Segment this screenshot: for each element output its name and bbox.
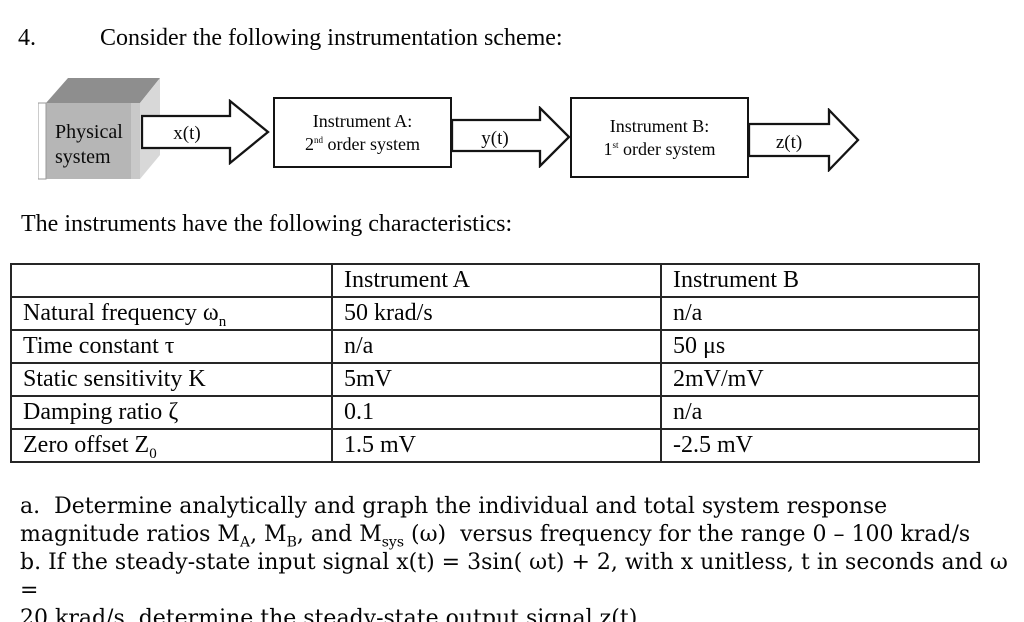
order-rest: order system xyxy=(323,133,420,154)
question-a-line2: magnitude ratios MA, MB, and Msys (ω) ve… xyxy=(20,521,1020,549)
physical-system-label-line2: system xyxy=(55,146,111,168)
instrument-b-cell: n/a xyxy=(660,395,980,430)
subscript-B: B xyxy=(286,534,297,551)
subscript-A: A xyxy=(239,534,251,551)
question-b-line1: b. If the steady-state input signal x(t)… xyxy=(20,550,1015,603)
table-row-zero-offset: Zero offset Z0 1.5 mV -2.5 mV xyxy=(10,428,980,463)
row-label-cell: Natural frequency ωn xyxy=(10,296,333,331)
row-label: Natural frequency xyxy=(23,300,203,326)
table-header-row: Instrument A Instrument B xyxy=(10,263,980,298)
instrument-a-cell: n/a xyxy=(331,329,662,364)
instrument-a-name: Instrument A: xyxy=(312,110,413,131)
row-label: Damping ratio xyxy=(23,399,169,425)
table-intro-text: The instruments have the following chara… xyxy=(21,211,513,237)
subscript-sys: sys xyxy=(381,534,405,551)
row-symbol: ζ xyxy=(168,399,179,425)
order-number: 2 xyxy=(305,133,314,154)
row-symbol: ω xyxy=(202,300,219,326)
row-label-cell: Static sensitivity K xyxy=(10,362,333,397)
cube-left-edge-stripe xyxy=(38,102,47,180)
instrument-a-order: 2nd order system xyxy=(305,133,420,156)
physical-system-block: Physical system xyxy=(38,78,160,180)
row-label: Static sensitivity xyxy=(23,366,189,392)
signal-arrow-z: z(t) xyxy=(748,108,860,172)
table-row-damping-ratio: Damping ratio ζ 0.1 n/a xyxy=(10,395,980,430)
cube-front-face xyxy=(46,103,140,179)
instrument-a-cell: 1.5 mV xyxy=(331,428,662,463)
instrument-b-cell: 2mV/mV xyxy=(660,362,980,397)
header-empty-cell xyxy=(10,263,333,298)
page-title: Consider the following instrumentation s… xyxy=(100,25,563,51)
table-row-natural-frequency: Natural frequency ωn 50 krad/s n/a xyxy=(10,296,980,331)
row-label-cell: Zero offset Z0 xyxy=(10,428,333,463)
question-a-line1: a. Determine analytically and graph the … xyxy=(20,494,888,519)
question-b-line2: 20 krad/s, determine the steady-state ou… xyxy=(20,606,645,622)
header-instrument-b: Instrument B xyxy=(660,263,980,298)
physical-system-label-line1: Physical xyxy=(55,121,123,143)
order-number: 1 xyxy=(603,138,613,159)
instrument-b-order: 1st order system xyxy=(604,138,716,161)
qa-text: , M xyxy=(250,522,287,547)
signal-label-x: x(t) xyxy=(173,123,200,144)
qa-text: magnitude ratios M xyxy=(20,522,240,547)
block-arrow-shape xyxy=(748,108,860,172)
qa-text: (ω) versus frequency for the range 0 – 1… xyxy=(404,522,971,547)
signal-arrow-x: x(t) xyxy=(141,99,270,165)
instrumentation-diagram: Physical system x(t) Instrument A: 2nd o… xyxy=(0,73,1024,193)
row-label-cell: Damping ratio ζ xyxy=(10,395,333,430)
row-symbol: Z xyxy=(134,432,150,458)
instrument-b-name: Instrument B: xyxy=(609,115,710,136)
qa-text: , and M xyxy=(296,522,382,547)
cube-top-face xyxy=(46,78,160,103)
instrument-b-cell: n/a xyxy=(660,296,980,331)
header-instrument-a: Instrument A xyxy=(331,263,662,298)
problem-number: 4. xyxy=(18,25,36,51)
instrument-a-box: Instrument A: 2nd order system xyxy=(273,97,452,168)
signal-arrow-y: y(t) xyxy=(451,106,571,168)
table-row-static-sensitivity: Static sensitivity K 5mV 2mV/mV xyxy=(10,362,980,397)
instrument-b-box: Instrument B: 1st order system xyxy=(570,97,749,178)
row-symbol-subscript: n xyxy=(218,313,227,330)
row-symbol: K xyxy=(188,366,206,392)
row-symbol: τ xyxy=(164,333,175,359)
instrument-b-cell: 50 μs xyxy=(660,329,980,364)
signal-label-z: z(t) xyxy=(776,132,802,153)
problem-heading: 4. Consider the following instrumentatio… xyxy=(18,25,563,52)
signal-label-y: y(t) xyxy=(481,128,508,149)
row-label: Time constant xyxy=(23,333,165,359)
cube-front-highlight-stripe xyxy=(131,103,140,179)
questions-block: a. Determine analytically and graph the … xyxy=(20,493,1020,622)
instrument-a-cell: 5mV xyxy=(331,362,662,397)
order-superscript: st xyxy=(612,139,619,150)
row-label-cell: Time constant τ xyxy=(10,329,333,364)
order-superscript: nd xyxy=(314,134,323,145)
instrument-a-cell: 0.1 xyxy=(331,395,662,430)
block-arrow-shape xyxy=(451,106,571,168)
row-label: Zero offset xyxy=(23,432,135,458)
order-rest: order system xyxy=(618,138,716,159)
instrument-a-cell: 50 krad/s xyxy=(331,296,662,331)
row-symbol-subscript: 0 xyxy=(149,445,157,462)
characteristics-table: Instrument A Instrument B Natural freque… xyxy=(10,263,980,463)
block-arrow-shape xyxy=(141,99,270,165)
table-row-time-constant: Time constant τ n/a 50 μs xyxy=(10,329,980,364)
instrument-b-cell: -2.5 mV xyxy=(660,428,980,463)
